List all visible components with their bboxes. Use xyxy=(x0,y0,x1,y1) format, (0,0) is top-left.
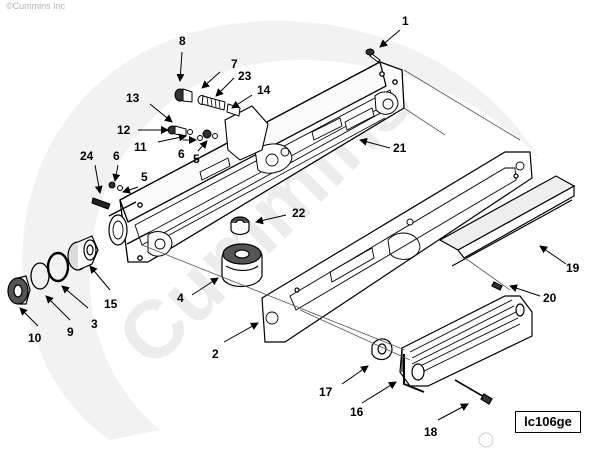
callout-8: 8 xyxy=(179,34,186,48)
bushing-parts xyxy=(221,216,263,288)
callout-16: 16 xyxy=(350,405,364,419)
callout-23: 23 xyxy=(238,69,252,83)
alignment-lines xyxy=(141,69,521,361)
callout-20: 20 xyxy=(543,291,557,305)
callout-labels: 1 2 3 4 5 5 6 6 7 8 9 10 11 12 13 14 15 … xyxy=(28,14,580,439)
end-cap-parts xyxy=(7,235,99,305)
callout-leaders xyxy=(19,29,567,421)
callout-4: 4 xyxy=(177,291,184,305)
callout-6-lower: 6 xyxy=(113,149,120,163)
callout-24: 24 xyxy=(80,149,94,163)
callout-6-upper: 6 xyxy=(178,147,185,161)
figure-code-label: lc106ge xyxy=(515,411,581,433)
callout-11: 11 xyxy=(134,140,147,154)
registered-mark xyxy=(478,432,494,448)
callout-17: 17 xyxy=(319,385,333,399)
callout-15: 15 xyxy=(104,297,118,311)
callout-14: 14 xyxy=(257,83,271,97)
callout-7: 7 xyxy=(231,57,238,71)
cooler-element xyxy=(399,295,533,393)
callout-1: 1 xyxy=(402,14,409,28)
bolts xyxy=(454,281,503,405)
callout-19: 19 xyxy=(566,261,580,275)
callout-5-lower: 5 xyxy=(141,170,148,184)
callout-5-upper: 5 xyxy=(193,152,200,166)
callout-9: 9 xyxy=(67,325,74,339)
callout-10: 10 xyxy=(28,331,42,345)
callout-18: 18 xyxy=(424,425,438,439)
callout-22: 22 xyxy=(292,206,306,220)
seal-plate xyxy=(371,338,393,361)
callout-21: 21 xyxy=(393,141,407,155)
callout-12: 12 xyxy=(117,123,131,137)
gasket xyxy=(261,151,533,343)
copyright-notice: ©Cummins Inc xyxy=(6,1,66,11)
mounting-bracket xyxy=(438,175,576,267)
callout-13: 13 xyxy=(126,91,140,105)
callout-3: 3 xyxy=(91,317,98,331)
callout-2: 2 xyxy=(212,347,219,361)
fittings xyxy=(91,48,381,210)
